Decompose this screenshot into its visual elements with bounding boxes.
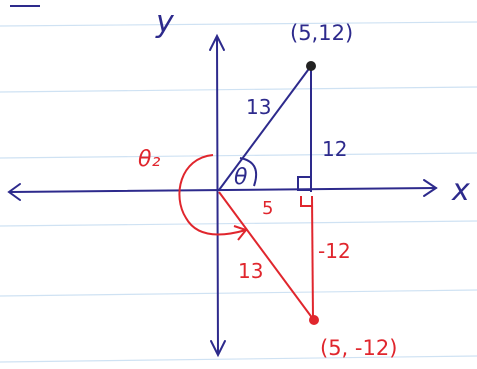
upper-triangle [218, 65, 312, 192]
y-axis [216, 37, 219, 355]
ruled-line [0, 289, 477, 297]
y-axis-bottom-arrow [210, 340, 226, 358]
x-axis [9, 187, 437, 193]
ruled-line [0, 21, 477, 27]
theta2-arc [178, 154, 247, 236]
upper-point [306, 61, 316, 71]
theta2-arrowhead [233, 225, 248, 241]
lower-vertical-leg [311, 195, 314, 320]
upper-hypotenuse-label: 13 [246, 95, 271, 119]
ruled-line [0, 152, 477, 159]
right-angle-marker [297, 176, 312, 191]
upper-hypotenuse [218, 65, 312, 191]
base-label: 5 [262, 198, 273, 219]
upper-leg-label: 12 [322, 137, 347, 161]
y-axis-label: y [155, 5, 175, 40]
x-axis-right-arrow [423, 179, 438, 197]
ruled-line [0, 355, 477, 363]
lower-triangle [178, 154, 314, 320]
theta-label: θ [234, 165, 248, 190]
ruled-line [0, 220, 477, 227]
lower-point [309, 315, 319, 325]
lower-hypotenuse [218, 191, 314, 320]
ruled-line [0, 86, 477, 93]
lower-hypotenuse-label: 13 [238, 259, 263, 283]
y-axis-top-arrow [209, 33, 225, 51]
axes [7, 33, 438, 358]
lower-right-angle-marker [300, 196, 313, 207]
lower-point-label: (5, -12) [320, 336, 397, 360]
x-axis-left-arrow [7, 183, 21, 201]
lower-leg-label: -12 [318, 239, 351, 263]
theta-arc [239, 157, 258, 187]
upper-point-label: (5,12) [290, 21, 353, 45]
theta2-label: θ₂ [138, 147, 160, 172]
ruled-lines [0, 21, 477, 363]
x-axis-label: x [451, 173, 470, 208]
